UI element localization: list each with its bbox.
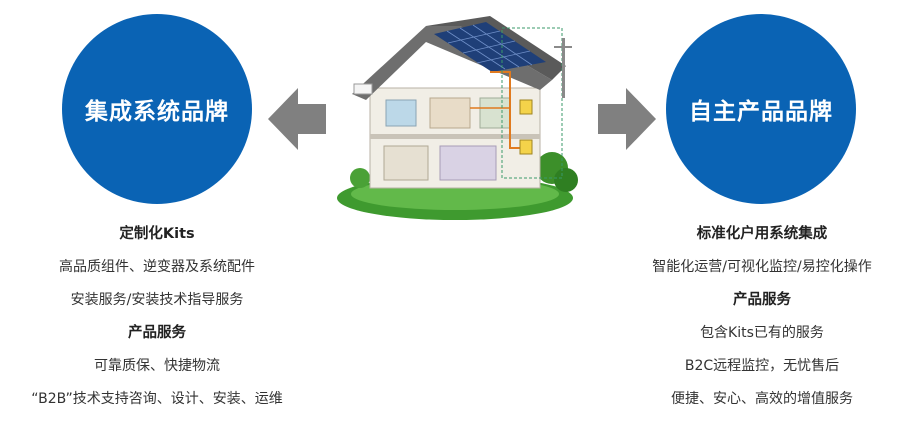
feature-line: 产品服务 [128,325,186,341]
integrated-brand-title: 集成系统品牌 [85,99,229,125]
own-brand-circle: 自主产品品牌 [666,14,856,204]
solar-house-illustration [337,16,578,220]
own-brand-features: 标准化户用系统集成 智能化运营/可视化监控/易控化操作 产品服务 包含Kits已… [612,218,898,416]
integrated-brand-circle: 集成系统品牌 [62,14,252,204]
feature-line: 智能化运营/可视化监控/易控化操作 [652,259,872,275]
feature-line: 包含Kits已有的服务 [700,325,824,341]
arrow-right-icon [598,88,656,150]
feature-line: 产品服务 [733,292,791,308]
feature-line: 安装服务/安装技术指导服务 [70,292,244,308]
feature-line: 高品质组件、逆变器及系统配件 [59,259,255,275]
feature-line: 可靠质保、快捷物流 [94,358,220,374]
arrow-left-icon [268,88,326,150]
feature-line: 便捷、安心、高效的增值服务 [671,391,853,407]
feature-line: “B2B”技术支持咨询、设计、安装、运维 [31,391,283,407]
integrated-brand-features: 定制化Kits 高品质组件、逆变器及系统配件 安装服务/安装技术指导服务 产品服… [7,218,307,416]
feature-line: B2C远程监控，无忧售后 [684,358,840,374]
own-brand-title: 自主产品品牌 [689,99,833,125]
feature-line: 定制化Kits [119,226,195,242]
feature-line: 标准化户用系统集成 [696,226,828,242]
